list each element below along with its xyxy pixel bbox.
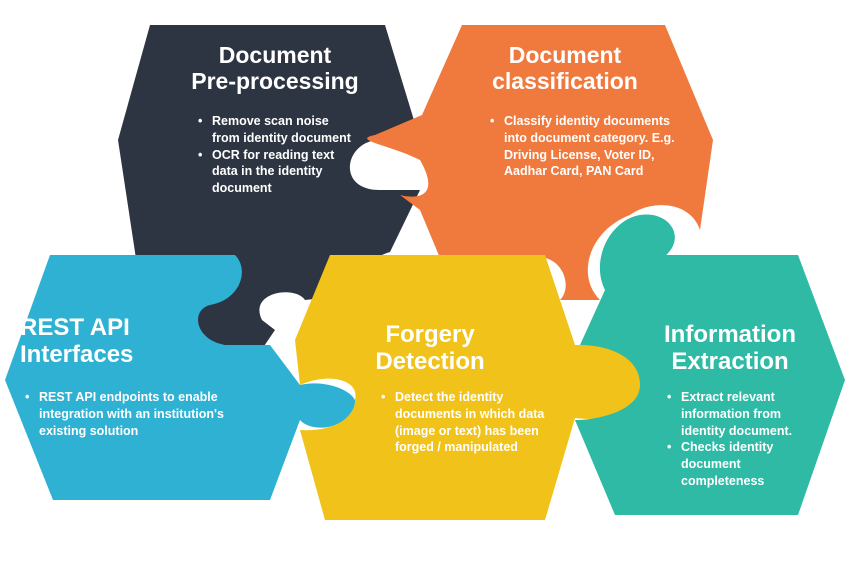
extraction-title-line-2: Extraction (671, 347, 789, 375)
extraction-bullet: Checks identity document completeness (664, 439, 819, 489)
classification-title-line-1: Document (508, 42, 622, 68)
preprocessing-bullet: Remove scan noise from identity document (195, 113, 355, 147)
preprocessing-title: Document Pre-processing (165, 42, 385, 95)
forgery-title-line-1: Forgery (385, 321, 475, 348)
extraction-bullets: Extract relevant information from identi… (664, 389, 819, 490)
rest-api-title: REST API Interfaces (20, 314, 220, 369)
classification-title: Document classification (455, 42, 675, 95)
forgery-bullet: Detect the identity documents in which d… (378, 389, 548, 456)
forgery-title-line-2: Detection (375, 347, 485, 375)
preprocessing-title-line-1: Document (218, 42, 332, 68)
classification-bullets: Classify identity documents into documen… (487, 113, 677, 180)
rest-api-title-line-1: REST API (20, 314, 130, 341)
rest-api-bullets: REST API endpoints to enable integration… (22, 389, 232, 439)
preprocessing-title-line-2: Pre-processing (191, 67, 359, 94)
classification-title-line-2: classification (492, 67, 638, 94)
extraction-bullet: Extract relevant information from identi… (664, 389, 819, 439)
classification-bullet: Classify identity documents into documen… (487, 113, 677, 180)
rest-api-title-line-2: Interfaces (20, 340, 134, 368)
preprocessing-bullet: OCR for reading text data in the identit… (195, 147, 355, 197)
extraction-title: Information Extraction (635, 321, 825, 376)
preprocessing-bullets: Remove scan noise from identity document… (195, 113, 355, 197)
rest-api-bullet: REST API endpoints to enable integration… (22, 389, 232, 439)
extraction-title-line-1: Information (664, 321, 796, 348)
forgery-title: Forgery Detection (330, 321, 530, 376)
forgery-bullets: Detect the identity documents in which d… (378, 389, 548, 456)
